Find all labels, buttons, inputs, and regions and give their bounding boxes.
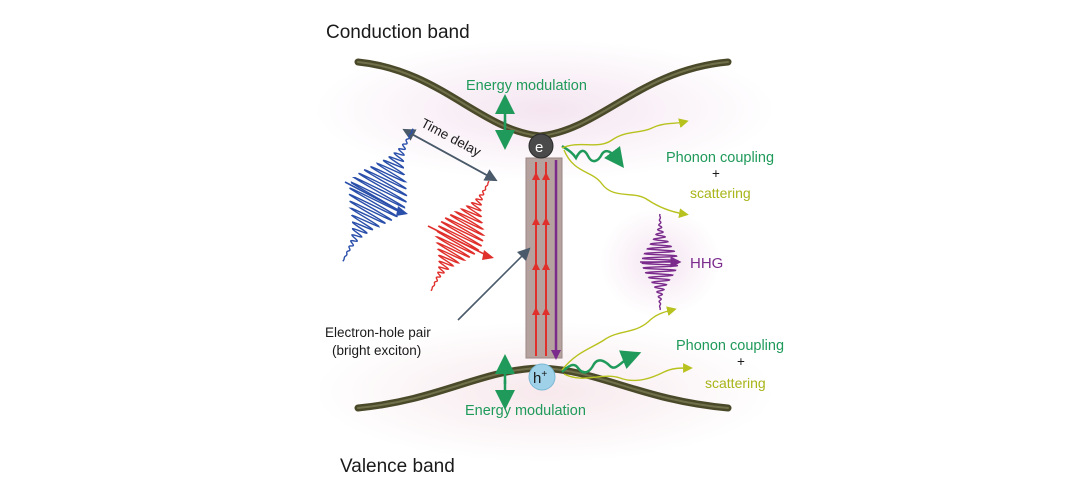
phonon-label-bottom-2: scattering [705,375,766,391]
blue-pulse [342,128,414,262]
phonon-wave-bottom-green [561,350,642,374]
conduction-band-title: Conduction band [326,22,470,43]
phonon-wave-top-green [561,144,625,168]
red-arrowheads [532,172,550,315]
electron-label: e [535,139,543,156]
phonon-wave-bottom-yellow-1 [561,306,677,371]
phonon-label-bottom-plus: + [737,354,745,369]
hhg-label: HHG [690,255,723,272]
phonon-label-bottom-1: Phonon coupling [676,338,784,354]
electron-hole-pair-label: Electron-hole pair [325,325,431,340]
phonon-wave-bottom-yellow-2 [563,363,693,382]
energy-modulation-label-bottom: Energy modulation [465,403,586,419]
valence-band-glow [315,322,775,462]
hole-label: h+ [533,369,547,387]
valence-band-title: Valence band [340,456,455,477]
electron-circle [528,133,554,159]
red-pulse [430,180,490,292]
phonon-wave-top-yellow-2 [563,149,689,219]
phonon-label-top-1: Phonon coupling [666,150,774,166]
phonon-wave-top-yellow-1 [561,118,689,149]
hole-circle [528,363,556,391]
bright-exciton-label: (bright exciton) [332,343,421,358]
exciton-pointer [457,247,531,321]
energy-modulation-label-top: Energy modulation [466,78,587,94]
conduction-band-glow [315,40,775,180]
phonon-label-top-2: scattering [690,185,751,201]
phonon-label-top-plus: + [712,166,720,181]
